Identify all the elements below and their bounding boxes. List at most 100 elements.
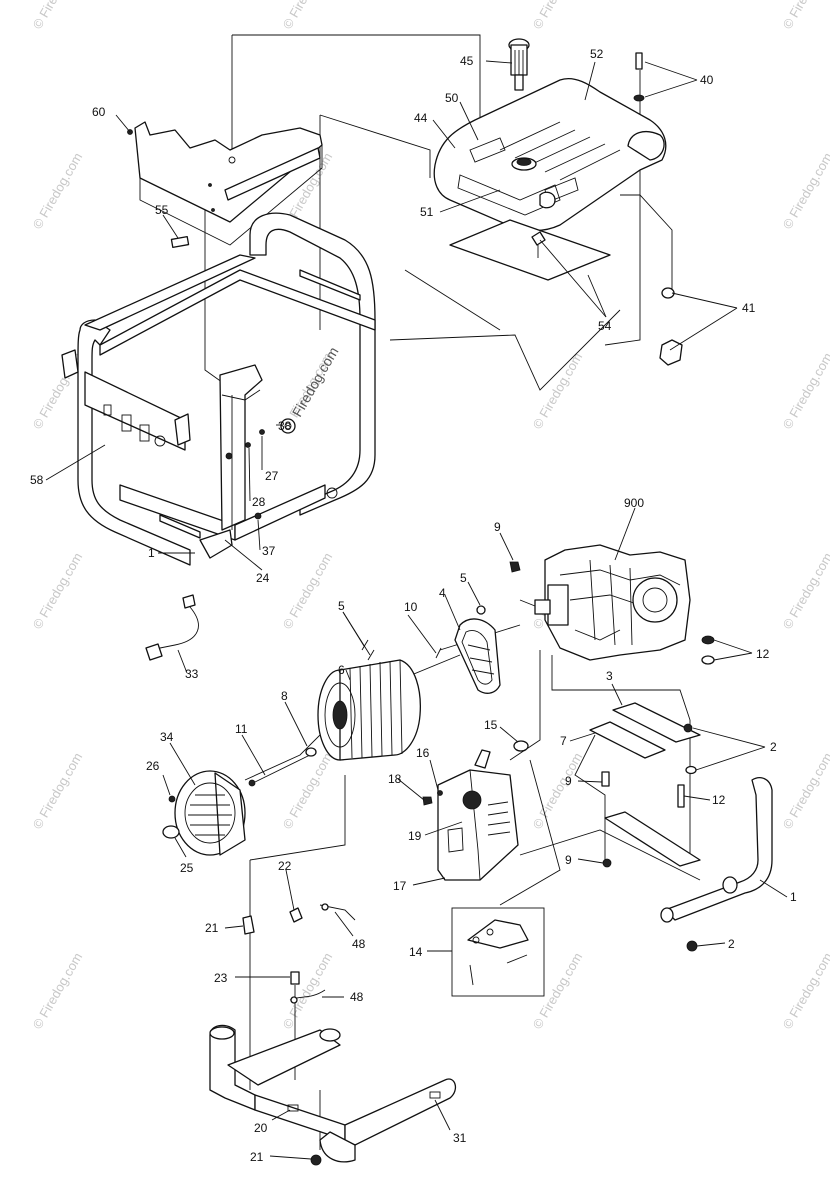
center-watermark: Firedog.com [289, 344, 342, 419]
callout-1-lower: 1 [790, 890, 797, 904]
exploded-view: 45 52 40 44 50 60 51 55 41 54 38 27 58 2… [30, 34, 797, 1166]
bolt-40 [635, 52, 643, 70]
callout-41: 41 [742, 301, 756, 315]
callout-22: 22 [278, 859, 292, 873]
watermark-text: © Firedog.com [530, 350, 586, 432]
rail-3 [612, 702, 701, 743]
wire-harness-33 [145, 594, 199, 661]
watermark-text: © Firedog.com [530, 950, 586, 1032]
bolt-12 [677, 784, 685, 808]
callout-12-bottom: 12 [712, 793, 726, 807]
callout-7: 7 [560, 734, 567, 748]
fuel-cap-45 [508, 38, 530, 91]
watermark-text: © Firedog.com [280, 0, 336, 32]
callout-9-top: 9 [494, 520, 501, 534]
washer-8 [305, 747, 317, 757]
label-55 [170, 236, 190, 248]
callout-900: 900 [624, 496, 644, 510]
callout-52: 52 [590, 47, 604, 61]
callout-17: 17 [393, 879, 407, 893]
callout-2-upper: 2 [770, 740, 777, 754]
callout-26: 26 [146, 759, 160, 773]
fuel-tank-44 [433, 78, 667, 232]
end-bell-4 [454, 618, 501, 694]
watermark-text: © Firedog.com [780, 0, 830, 32]
watermark-text: © Firedog.com [780, 550, 830, 632]
leader-lines [45, 60, 788, 1160]
callout-37: 37 [262, 544, 276, 558]
rail-lower [604, 811, 701, 867]
frame-leg-1 [660, 777, 773, 923]
frame-1 [61, 212, 376, 566]
watermark-text: © Firedog.com [30, 950, 86, 1032]
handle-31 [209, 1024, 457, 1163]
callout-38: 38 [278, 419, 292, 433]
callout-16: 16 [416, 746, 430, 760]
mount-9 [601, 771, 610, 787]
watermark-text: © Firedog.com [280, 950, 336, 1032]
fan-housing-34 [174, 770, 246, 856]
callout-28: 28 [252, 495, 266, 509]
watermark-text: © Firedog.com [30, 150, 86, 232]
callout-19: 19 [408, 829, 422, 843]
callout-11: 11 [235, 722, 248, 736]
watermark-text: © Firedog.com [280, 550, 336, 632]
tank-pad-54 [449, 219, 611, 281]
callout-48-upper: 48 [352, 937, 366, 951]
watermark-text: © Firedog.com [30, 550, 86, 632]
callout-8: 8 [281, 689, 288, 703]
watermark-text: © Firedog.com [780, 750, 830, 832]
callout-48-lower: 48 [350, 990, 364, 1004]
rail-7 [589, 721, 666, 759]
callout-12-top: 12 [756, 647, 770, 661]
engine-900 [534, 544, 691, 661]
callout-20: 20 [254, 1121, 268, 1135]
callout-25: 25 [180, 861, 194, 875]
nut-9 [509, 561, 521, 573]
callout-1-upper: 1 [148, 546, 155, 560]
callout-58: 58 [30, 473, 44, 487]
callout-60: 60 [92, 105, 106, 119]
callout-45: 45 [460, 54, 474, 68]
callout-15: 15 [484, 718, 498, 732]
fuel-valve-41 [659, 287, 683, 366]
callout-40: 40 [700, 73, 714, 87]
callout-9-bottom: 9 [565, 853, 572, 867]
screw-26 [168, 795, 176, 803]
callout-9-middle: 9 [565, 774, 572, 788]
callout-23: 23 [214, 971, 228, 985]
callout-31: 31 [453, 1131, 467, 1145]
watermark-text: © Firedog.com [530, 0, 586, 32]
callout-33: 33 [185, 667, 199, 681]
callout-3: 3 [606, 669, 613, 683]
callout-24: 24 [256, 571, 270, 585]
callout-44: 44 [414, 111, 428, 125]
callout-10: 10 [404, 600, 418, 614]
callout-14: 14 [409, 945, 423, 959]
callout-4: 4 [439, 586, 446, 600]
callout-34: 34 [160, 730, 174, 744]
callout-54: 54 [598, 319, 612, 333]
gasket-15 [513, 740, 529, 752]
callout-27: 27 [265, 469, 279, 483]
top-panel-60 [127, 121, 323, 246]
stator-6 [317, 659, 421, 761]
muffler-19 [437, 749, 519, 881]
plug-25 [162, 825, 180, 839]
watermark-text: © Firedog.com [780, 350, 830, 432]
callout-2-lower: 2 [728, 937, 735, 951]
callout-51: 51 [420, 205, 434, 219]
callout-18: 18 [388, 772, 402, 786]
callout-50: 50 [445, 91, 459, 105]
callout-labels: 45 52 40 44 50 60 51 55 41 54 38 27 58 2… [30, 47, 797, 1164]
through-bolt-11 [254, 754, 311, 783]
watermark-text: © Firedog.com [280, 750, 336, 832]
callout-5-right: 5 [460, 571, 467, 585]
watermark-text: © Firedog.com [30, 750, 86, 832]
callout-21-lower: 21 [250, 1150, 264, 1164]
callout-6: 6 [338, 663, 345, 677]
callout-55: 55 [155, 203, 169, 217]
muffler-bracket-14 [451, 907, 545, 997]
callout-5-left: 5 [338, 599, 345, 613]
